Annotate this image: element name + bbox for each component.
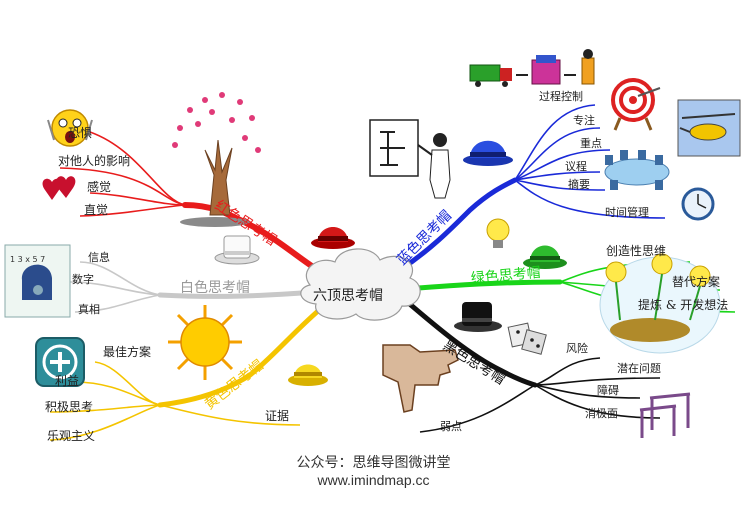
clock-icon (681, 187, 715, 221)
yellow-branch-line (157, 302, 328, 408)
yellow-item-benefit: 利益 (55, 374, 80, 388)
red-sub-lines (59, 131, 186, 217)
blue-item-summary: 摘要 (568, 178, 590, 191)
green-hat-icon (523, 245, 567, 269)
green-item-alternatives: 替代方案 (672, 275, 721, 289)
white-hat-icon (214, 235, 260, 265)
svg-text:1 3 x 5 7: 1 3 x 5 7 (10, 255, 45, 264)
sprouting-bulbs-icon (599, 253, 721, 354)
red-item-impact-on-others: 对他人的影响 (58, 154, 131, 168)
black-item-obstacles: 障碍 (597, 384, 619, 397)
meeting-table-icon (604, 150, 670, 190)
blue-sub-lines (514, 104, 666, 219)
numbers-head-icon: 1 3 x 5 7 (4, 244, 71, 318)
black-branch-line (402, 297, 538, 388)
hurdles-icon (639, 392, 691, 438)
center-cloud (300, 248, 421, 321)
dice-icon (507, 322, 547, 355)
white-branch-line (157, 289, 318, 299)
target-icon (611, 78, 661, 131)
black-hat-icon (454, 302, 502, 332)
red-branch-line (182, 202, 333, 281)
yellow-hat-icon (288, 364, 328, 386)
yellow-sub-lines (49, 361, 301, 441)
white-item-truth: 真相 (78, 303, 100, 316)
footer-url: www.imindmap.cc (317, 472, 430, 488)
helicopter-icon (677, 99, 741, 157)
tree-with-hearts-icon (172, 92, 261, 227)
flowchart-presenter-icon (369, 119, 451, 199)
hearts-icon (42, 176, 76, 200)
blue-item-agenda: 议程 (565, 160, 587, 173)
blue-item-key-points: 重点 (580, 137, 602, 150)
black-item-risk: 风险 (566, 342, 588, 355)
process-trucks-icon (469, 49, 595, 87)
black-item-potential-problems: 潜在问题 (617, 362, 661, 375)
white-item-information: 信息 (88, 251, 110, 264)
green-branch-line (415, 279, 563, 291)
black-item-negatives: 消极面 (585, 407, 618, 420)
sun-icon (168, 305, 242, 380)
blue-hat-icon (463, 140, 513, 166)
yellow-item-optimism: 乐观主义 (47, 429, 96, 443)
white-item-numbers: 数字 (72, 273, 94, 286)
green-item-refine-develop: 提炼 & 开发想法 (638, 298, 729, 312)
blue-branch-line (397, 177, 518, 273)
yellow-item-best-solution: 最佳方案 (103, 345, 152, 359)
red-item-fear: 恐惧 (68, 126, 93, 140)
blue-item-focus: 专注 (573, 114, 595, 127)
thumbs-down-icon (382, 344, 459, 413)
white-sub-lines (69, 261, 161, 313)
blue-item-time-management: 时间管理 (605, 206, 649, 219)
black-sub-lines (419, 357, 661, 433)
scared-face-icon (47, 109, 93, 147)
red-item-feeling: 感觉 (87, 180, 112, 194)
yellow-item-positive-thinking: 积极思考 (45, 400, 94, 414)
center-topic: 六顶思考帽 (313, 288, 383, 304)
yellow-item-evidence: 证据 (265, 409, 290, 423)
footer-account: 公众号：思维导图微讲堂 (296, 454, 451, 470)
green-item-creative-thinking: 创造性思维 (606, 244, 667, 258)
red-item-intuition: 直觉 (84, 203, 109, 217)
red-hat-icon (311, 227, 355, 249)
lightbulb-icon (486, 218, 510, 248)
black-item-weakness: 弱点 (440, 420, 462, 433)
plus-sign-icon (35, 337, 85, 387)
blue-item-process-control: 过程控制 (539, 90, 583, 103)
white-branch-label: 白色思考帽 (180, 280, 250, 296)
